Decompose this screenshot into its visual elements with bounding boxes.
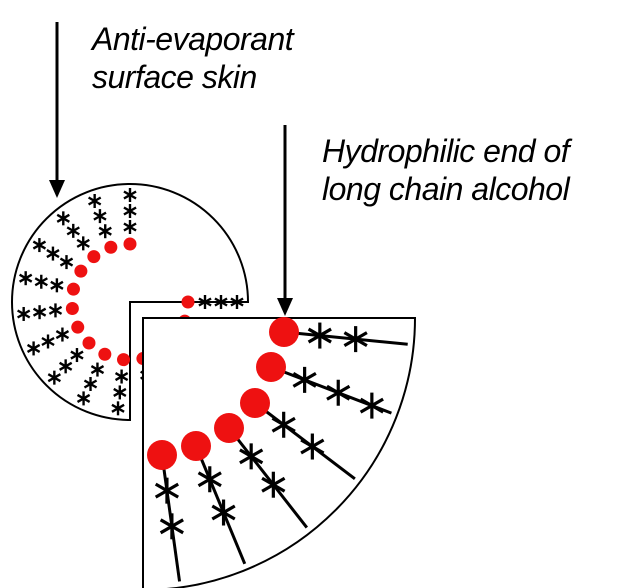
hydrophilic-head: [65, 301, 79, 315]
tail-segment: [17, 306, 31, 321]
tail-segment: [83, 376, 98, 391]
hydrophilic-head: [181, 431, 211, 461]
tail-segment: [211, 499, 236, 526]
hydrophilic-label-line1: Hydrophilic end of: [322, 133, 573, 169]
tail-segment: [32, 238, 47, 253]
tail-segment: [123, 188, 137, 202]
anti-evaporant-label-line1: Anti-evaporant: [90, 21, 295, 57]
hydrophilic-head: [98, 347, 112, 361]
tail-segment: [239, 443, 264, 470]
tail-segment: [261, 471, 286, 498]
arrow-to-hydrophilic-end: [277, 125, 293, 316]
tail-segment: [343, 326, 368, 353]
tail-segment: [70, 348, 84, 363]
tail-segment: [123, 220, 137, 234]
tail-segment: [34, 274, 48, 289]
hydrophilic-head: [71, 320, 85, 334]
hydrophilic-head: [269, 317, 299, 347]
tail-segment: [47, 370, 62, 385]
hydrophilic-head: [181, 295, 195, 309]
hydrophilic-head: [147, 440, 177, 470]
tail-segment: [359, 392, 384, 419]
hydrophilic-head: [240, 388, 270, 418]
hydrophilic-head: [123, 237, 137, 251]
hydrophilic-head: [87, 250, 101, 264]
hydrophilic-head: [66, 282, 80, 296]
tail-segment: [93, 209, 107, 224]
tail-segment: [58, 359, 73, 374]
hydrophilic-head: [74, 264, 88, 278]
alcohol-chain: [227, 427, 309, 529]
magnified-quadrant: [142, 317, 417, 588]
tail-segment: [292, 366, 317, 393]
tail-segment: [197, 466, 222, 493]
anti-evaporant-label-line2: surface skin: [92, 59, 257, 95]
tail-segment: [230, 295, 244, 309]
tail-segment: [90, 362, 105, 377]
tail-segment: [326, 379, 351, 406]
tail-segment: [56, 211, 70, 226]
tail-segment: [59, 255, 74, 270]
tail-segment: [271, 411, 296, 438]
hydrophilic-head: [104, 240, 118, 254]
tail-segment: [46, 246, 60, 261]
tail-segment: [111, 401, 125, 416]
tail-segment: [307, 322, 332, 349]
tail-segment: [198, 295, 212, 309]
arrow-to-surface-skin: [49, 22, 65, 198]
tail-segment: [214, 295, 228, 309]
alcohol-chain: [283, 330, 408, 346]
hydrophilic-head: [256, 352, 286, 382]
tail-segment: [113, 385, 127, 400]
tail-segment: [76, 391, 91, 406]
magnified-molecules: [147, 317, 408, 582]
magnified-quadrant-outline: [142, 317, 417, 588]
tail-segment: [26, 341, 41, 356]
tail-segment: [66, 223, 80, 238]
small-droplet-outline: [11, 183, 250, 422]
tail-segment: [19, 271, 33, 286]
tail-segment: [76, 236, 90, 251]
tail-segment: [154, 477, 180, 504]
tail-segment: [48, 303, 63, 318]
tail-segment: [41, 334, 55, 349]
tail-segment: [114, 369, 129, 384]
tail-segment: [98, 224, 112, 239]
tail-segment: [87, 194, 102, 209]
tail-segment: [50, 278, 64, 293]
hydrophilic-head: [117, 353, 131, 367]
tail-segment: [300, 433, 325, 460]
hydrophilic-head: [214, 413, 244, 443]
hydrophilic-head: [82, 336, 96, 350]
tail-segment: [55, 327, 70, 342]
tail-segment: [159, 513, 184, 540]
tail-segment: [32, 305, 47, 320]
hydrophilic-label-line2: long chain alcohol: [322, 171, 571, 207]
tail-segment: [123, 204, 137, 218]
alcohol-chain: [194, 445, 247, 565]
